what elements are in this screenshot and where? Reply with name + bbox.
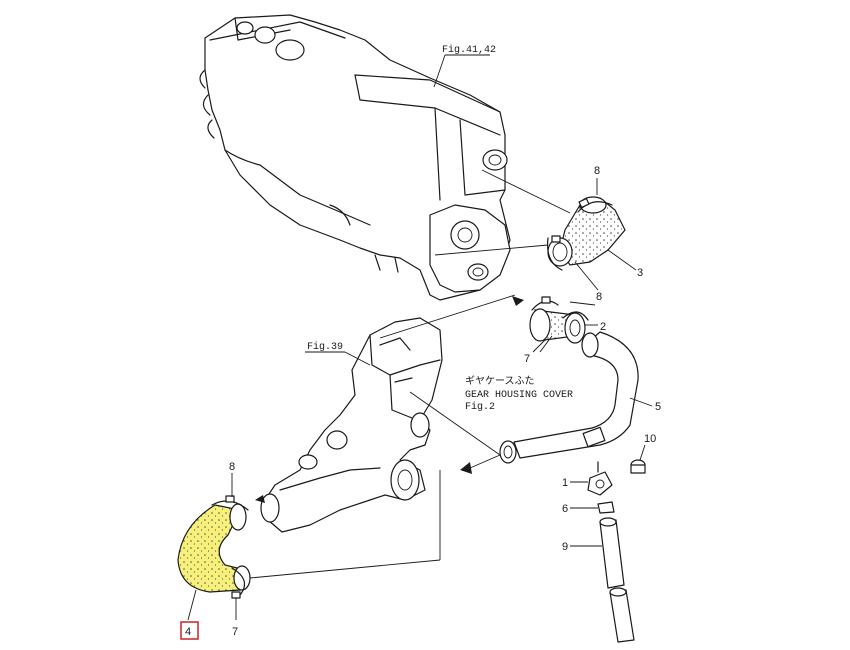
callout-8-left[interactable]: 8 [229,461,235,473]
clamp-part-8-top[interactable] [577,197,613,213]
callout-1[interactable]: 1 [562,477,568,489]
callout-8-mid[interactable]: 8 [596,291,602,303]
clamp-part-8-left[interactable] [211,495,249,511]
callout-10[interactable]: 10 [644,433,656,445]
hose-part-5[interactable] [499,331,639,464]
callout-7-lower[interactable]: 7 [232,626,238,638]
gear-housing-label-en: GEAR HOUSING COVER [465,390,573,401]
drain-cock-part-1[interactable] [587,461,613,496]
engine-block [199,14,511,301]
fig-ref-water-pump: Fig.39 [307,341,343,353]
highlight-box [180,621,199,640]
bracket-part-5-mount [582,426,606,448]
clip-part-6[interactable] [597,501,615,514]
clamp-part-8-mid[interactable] [546,235,563,271]
callout-2[interactable]: 2 [600,321,606,333]
callout-5[interactable]: 5 [655,401,661,413]
hose-part-4[interactable] [177,503,251,593]
hose-part-3[interactable] [547,196,626,267]
gear-housing-label-jp: ギヤケースふた [465,375,535,387]
leader-lines [187,54,653,621]
plug-part-10[interactable] [630,459,646,474]
flow-arrow-icon [255,296,524,503]
callout-3[interactable]: 3 [637,267,643,279]
fig-ref-engine: Fig.41,42 [442,44,496,56]
water-pump [260,317,443,533]
callout-9[interactable]: 9 [562,541,568,553]
callout-7-upper[interactable]: 7 [524,353,530,365]
callout-6[interactable]: 6 [562,503,568,515]
callout-8-top[interactable]: 8 [594,165,600,177]
hose-part-9[interactable] [599,517,635,643]
fig-ref-gear-housing: Fig.2 [465,401,495,413]
callout-4[interactable]: 4 [185,626,191,638]
hose-part-2[interactable] [529,296,589,344]
